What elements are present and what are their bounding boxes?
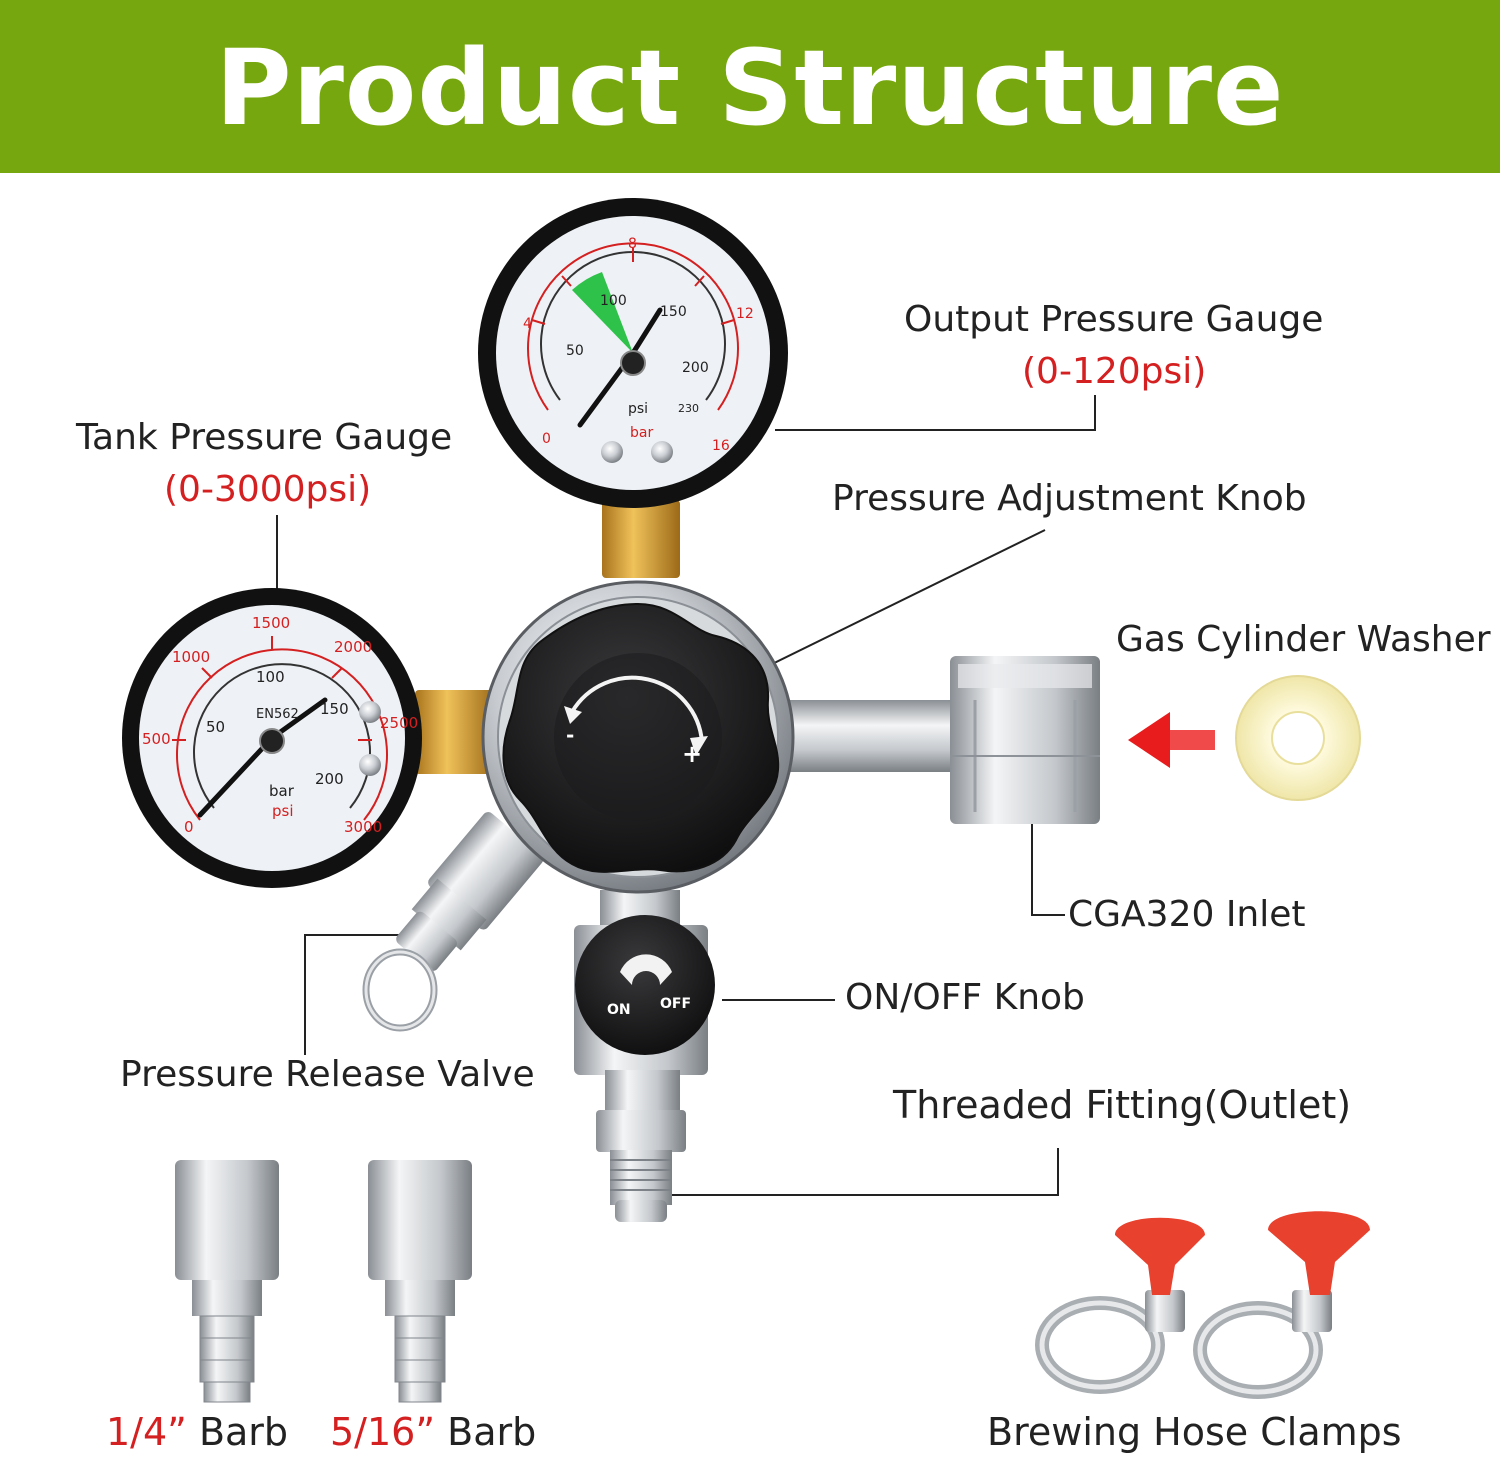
knob-plus: + bbox=[682, 740, 702, 768]
knob-minus: - bbox=[566, 723, 574, 747]
gas-cylinder-washer bbox=[1235, 675, 1361, 801]
leader-release-valve bbox=[304, 934, 420, 1055]
label-tank-gauge: Tank Pressure Gauge bbox=[76, 417, 453, 458]
output-bar-4: 4 bbox=[523, 316, 532, 332]
label-on-off: ON/OFF Knob bbox=[845, 977, 1085, 1018]
label-adjust-knob: Pressure Adjustment Knob bbox=[832, 478, 1307, 519]
label-output-gauge: Output Pressure Gauge bbox=[904, 299, 1324, 340]
tank-brand: EN562 bbox=[256, 707, 299, 722]
label-inlet: CGA320 Inlet bbox=[1068, 894, 1306, 935]
tank-psi-2500: 2500 bbox=[380, 714, 418, 732]
output-gauge-stem bbox=[602, 500, 680, 578]
output-bar-12: 12 bbox=[736, 306, 754, 322]
tank-bar-200: 200 bbox=[315, 770, 344, 788]
output-psi-50: 50 bbox=[566, 343, 584, 359]
hose-clamp-left bbox=[1035, 1217, 1205, 1394]
page-title: Product Structure bbox=[215, 27, 1285, 149]
output-psi-230: 230 bbox=[678, 402, 699, 415]
tank-psi-3000: 3000 bbox=[344, 818, 382, 836]
output-bar-16: 16 bbox=[712, 438, 730, 454]
leader-lines bbox=[276, 395, 1096, 1196]
output-psi-150: 150 bbox=[660, 304, 687, 320]
barb-quarter-inch bbox=[175, 1160, 279, 1403]
label-outlet: Threaded Fitting(Outlet) bbox=[893, 1083, 1352, 1127]
tank-unit-bar: bar bbox=[269, 782, 295, 800]
output-unit-psi: psi bbox=[628, 401, 648, 417]
tank-unit-psi: psi bbox=[272, 802, 294, 820]
output-psi-100: 100 bbox=[600, 293, 627, 309]
pressure-release-valve bbox=[362, 812, 544, 1032]
output-bar-0: 0 bbox=[542, 431, 551, 447]
valve-on-text: ON bbox=[607, 1002, 631, 1018]
tank-bar-100: 100 bbox=[256, 668, 285, 686]
barb-five-sixteenth-inch bbox=[368, 1160, 472, 1403]
barb-quarter-word: Barb bbox=[198, 1410, 289, 1454]
on-off-knob bbox=[575, 915, 715, 1055]
tank-pressure-gauge: 0 500 1000 1500 2000 2500 3000 50 100 15… bbox=[122, 588, 422, 888]
leader-inlet bbox=[1031, 820, 1065, 916]
label-barb-five-sixteenth: 5/16” Barb bbox=[330, 1410, 536, 1454]
label-barb-quarter: 1/4” Barb bbox=[106, 1410, 288, 1454]
label-output-range: (0-120psi) bbox=[1022, 351, 1207, 392]
tank-psi-1500: 1500 bbox=[252, 614, 290, 632]
label-clamps: Brewing Hose Clamps bbox=[987, 1410, 1402, 1454]
tank-psi-0: 0 bbox=[184, 818, 194, 836]
output-bar-8: 8 bbox=[628, 236, 637, 252]
leader-adjust-knob bbox=[759, 529, 1046, 671]
barb-quarter-size: 1/4” bbox=[106, 1410, 187, 1454]
pressure-adjustment-knob bbox=[502, 602, 780, 873]
tank-gauge-stem bbox=[415, 690, 495, 774]
output-unit-bar: bar bbox=[630, 425, 653, 441]
output-pressure-gauge: 50 100 150 200 230 0 4 8 12 16 psi bar bbox=[478, 198, 788, 508]
insert-arrow bbox=[1128, 712, 1215, 768]
label-release-valve: Pressure Release Valve bbox=[120, 1054, 535, 1095]
barb-five-sixteenth-word: Barb bbox=[447, 1410, 537, 1454]
leader-output-gauge bbox=[775, 395, 1096, 431]
leader-outlet bbox=[670, 1148, 1059, 1196]
valve-off-text: OFF bbox=[660, 996, 691, 1012]
header-banner: Product Structure bbox=[0, 0, 1500, 173]
tank-psi-500: 500 bbox=[142, 730, 171, 748]
output-psi-200: 200 bbox=[682, 360, 709, 376]
label-tank-range: (0-3000psi) bbox=[164, 469, 372, 510]
inlet-pipe bbox=[770, 700, 970, 772]
cga320-inlet-nut bbox=[950, 656, 1100, 824]
label-washer: Gas Cylinder Washer bbox=[1116, 619, 1491, 660]
tank-bar-150: 150 bbox=[320, 700, 349, 718]
tank-bar-50: 50 bbox=[206, 718, 225, 736]
tank-psi-2000: 2000 bbox=[334, 638, 372, 656]
barb-five-sixteenth-size: 5/16” bbox=[330, 1410, 436, 1454]
hose-clamp-right bbox=[1193, 1211, 1370, 1399]
tank-psi-1000: 1000 bbox=[172, 648, 210, 666]
